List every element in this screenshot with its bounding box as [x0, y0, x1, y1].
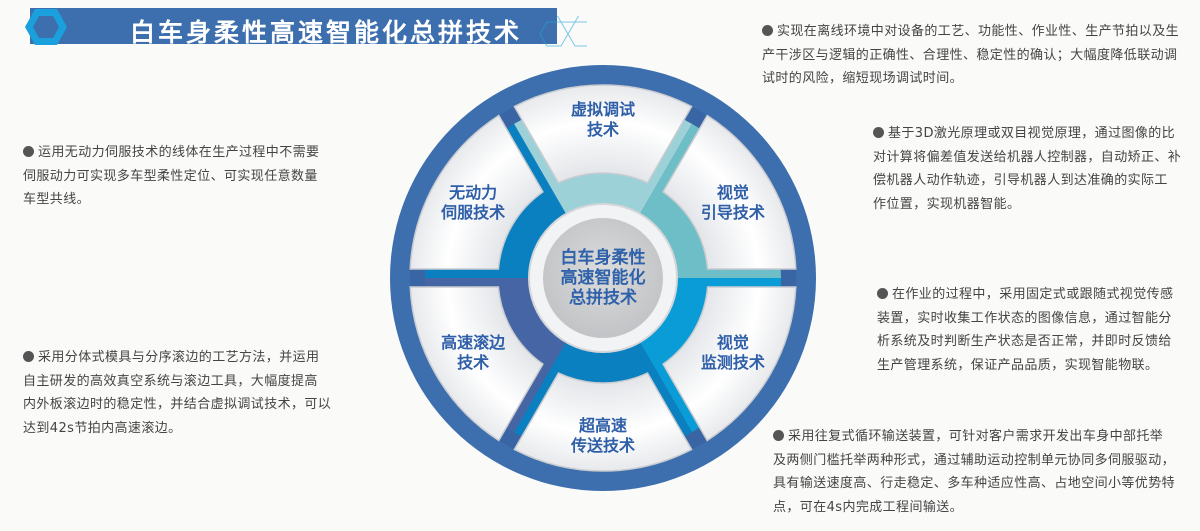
segment-label-line: 超高速 — [578, 416, 628, 435]
description-line: 实现在离线环境中对设备的工艺、功能性、作业性、生产节拍以及生 — [762, 20, 1179, 44]
segment-label-line: 引导技术 — [700, 203, 765, 222]
hexagon-icon — [25, 9, 67, 45]
center-label: 白车身柔性 高速智能化 总拼技术 — [561, 248, 646, 308]
bullet-icon — [877, 288, 888, 299]
high-speed-hemming-description: 采用分体式模具与分序滚边的工艺方法，并运用自主研发的高效真空系统与滚边工具，大幅… — [23, 346, 331, 440]
description-line: 及两侧门槛托举两种形式，通过辅助运动控制单元协同多伺服驱动， — [773, 452, 1176, 468]
description-line: 自主研发的高效真空系统与滚边工具，大幅度提高 — [23, 373, 318, 389]
description-line: 车型共线。 — [23, 192, 91, 207]
segment-label: 虚拟调试技术 — [571, 100, 635, 140]
description-line: 装置，实时收集工作状态的图像信息，通过智能分 — [877, 310, 1172, 326]
description-line: 运用无动力伺服技术的线体在生产过程中不需要 — [23, 141, 319, 165]
description-line: 采用分体式模具与分序滚边的工艺方法，并运用 — [23, 346, 331, 370]
description-line: 点，可在4s内完成工程间输送。 — [773, 499, 964, 515]
description-line: 对计算将偏差值发送给机器人控制器，自动矫正、补 — [873, 149, 1182, 165]
description-line: 内外板滚边时的稳定性，并结合虚拟调试技术，可以 — [23, 397, 332, 412]
description-line: 采用往复式循环输送装置，可针对客户需求开发出车身中部托举 — [773, 425, 1175, 449]
segment-label-line: 监测技术 — [700, 353, 765, 372]
description-line: 基于3D激光原理或双目视觉原理，通过图像的比 — [873, 122, 1181, 146]
center-label-line: 白车身柔性 — [560, 248, 646, 268]
segment-label: 视觉监测技术 — [701, 333, 765, 373]
description-line: 生产管理系统，保证产品品质，实现智能物联。 — [877, 357, 1159, 373]
description-line: 偿机器人动作轨迹，引导机器人到达准确的实际工 — [873, 173, 1168, 188]
technology-segment — [513, 84, 693, 184]
segment-label-line: 传送技术 — [570, 436, 636, 455]
description-line: 达到42s节拍内高速滚边。 — [23, 420, 182, 436]
technology-segment — [409, 286, 544, 442]
bullet-icon — [23, 351, 34, 362]
segment-label-line: 虚拟调试 — [570, 100, 636, 119]
vision-monitor-description: 在作业的过程中，采用固定式或跟随式视觉传感装置，实时收集工作状态的图像信息，通过… — [877, 283, 1173, 377]
description-line: 试时的风险，缩短现场调试时间。 — [762, 71, 964, 86]
bullet-icon — [23, 146, 34, 157]
bullet-icon — [762, 25, 773, 36]
bullet-icon — [873, 127, 884, 138]
high-speed-transfer-description: 采用往复式循环输送装置，可针对客户需求开发出车身中部托举及两侧门槛托举两种形式，… — [773, 425, 1175, 519]
hexagon-pattern-icon — [539, 16, 587, 47]
virtual-debug-description: 实现在离线环境中对设备的工艺、功能性、作业性、生产节拍以及生产干涉区与逻辑的正确… — [762, 20, 1179, 91]
description-line: 在作业的过程中，采用固定式或跟随式视觉传感 — [877, 283, 1173, 307]
description-line: 伺服动力可实现多车型柔性定位、可实现任意数量 — [23, 168, 318, 184]
center-label-line: 总拼技术 — [569, 288, 637, 308]
segment-label-line: 无动力 — [449, 183, 498, 202]
bullet-icon — [773, 430, 784, 441]
segment-label-line: 技术 — [586, 120, 620, 139]
page-title: 白车身柔性高速智能化总拼技术 — [130, 18, 523, 47]
segment-label-line: 伺服技术 — [441, 203, 506, 222]
center-label-line: 高速智能化 — [560, 268, 646, 288]
technology-segment — [662, 114, 797, 270]
vision-guide-description: 基于3D激光原理或双目视觉原理，通过图像的比对计算将偏差值发送给机器人控制器，自… — [873, 122, 1181, 216]
segment-label-line: 视觉 — [716, 333, 749, 352]
description-line: 析系统及时判断生产状态是否正常，并即时反馈给 — [877, 334, 1172, 349]
segment-label: 无动力伺服技术 — [441, 183, 505, 223]
center-disc — [543, 218, 663, 338]
description-line: 具有输送速度高、行走稳定、多车种适应性高、占地空间小等优势特 — [773, 476, 1176, 491]
technology-segment — [513, 372, 693, 472]
segment-label-line: 视觉 — [716, 183, 749, 202]
segment-label: 超高速传送技术 — [571, 416, 635, 456]
segment-label: 视觉引导技术 — [701, 183, 765, 223]
segment-label-line: 高速滚边 — [441, 333, 506, 352]
description-line: 作位置，实现机器智能。 — [873, 196, 1021, 212]
segment-label-line: 技术 — [457, 353, 490, 372]
unpowered-servo-description: 运用无动力伺服技术的线体在生产过程中不需要伺服动力可实现多车型柔性定位、可实现任… — [23, 141, 319, 212]
technology-segment — [662, 286, 797, 442]
description-line: 产干涉区与逻辑的正确性、合理性、稳定性的确认；大幅度降低联动调 — [762, 47, 1178, 63]
segment-label: 高速滚边技术 — [441, 333, 505, 373]
technology-segment — [409, 114, 544, 270]
title-bar: 白车身柔性高速智能化总拼技术 — [30, 8, 587, 47]
